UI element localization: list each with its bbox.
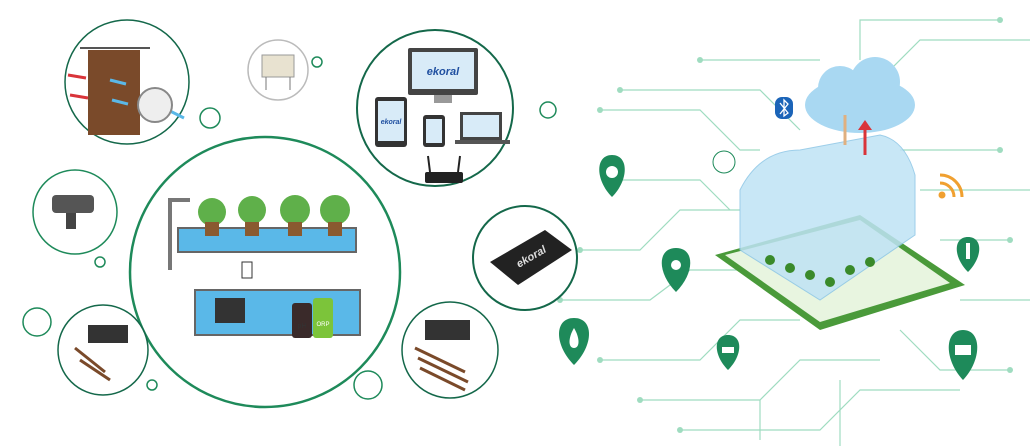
devices-module: ekoral ekoral (356, 29, 514, 187)
ekoral-controller-module: ekoral (472, 205, 578, 311)
probe-kit-module-left (57, 304, 149, 396)
monitor-logo: ekoral (427, 66, 460, 78)
ph-bottle-label: pH (298, 323, 307, 330)
tablet-logo: ekoral (381, 119, 403, 126)
hydroponic-system-module: pH ORP (128, 135, 402, 409)
decorative-rings (22, 56, 557, 400)
circuit-nodes (557, 17, 1013, 433)
orp-bottle-label: ORP (316, 322, 329, 328)
ventilation-fan-module (64, 19, 190, 145)
fan-icon (137, 87, 173, 123)
bluetooth-icon (775, 97, 793, 119)
sensor-pin-icon (712, 150, 736, 174)
router-icon (425, 172, 463, 183)
cloud-icon (805, 57, 915, 155)
greenhouse-icon (715, 134, 965, 330)
camera-module (32, 169, 118, 255)
wifi-icon (938, 173, 964, 199)
camera-icon (52, 195, 94, 213)
probe-kit-module-right (401, 301, 499, 399)
pump-icon (215, 298, 245, 323)
controller-box-icon (490, 230, 572, 285)
probe-icon (88, 325, 128, 343)
shade-module (247, 39, 309, 101)
